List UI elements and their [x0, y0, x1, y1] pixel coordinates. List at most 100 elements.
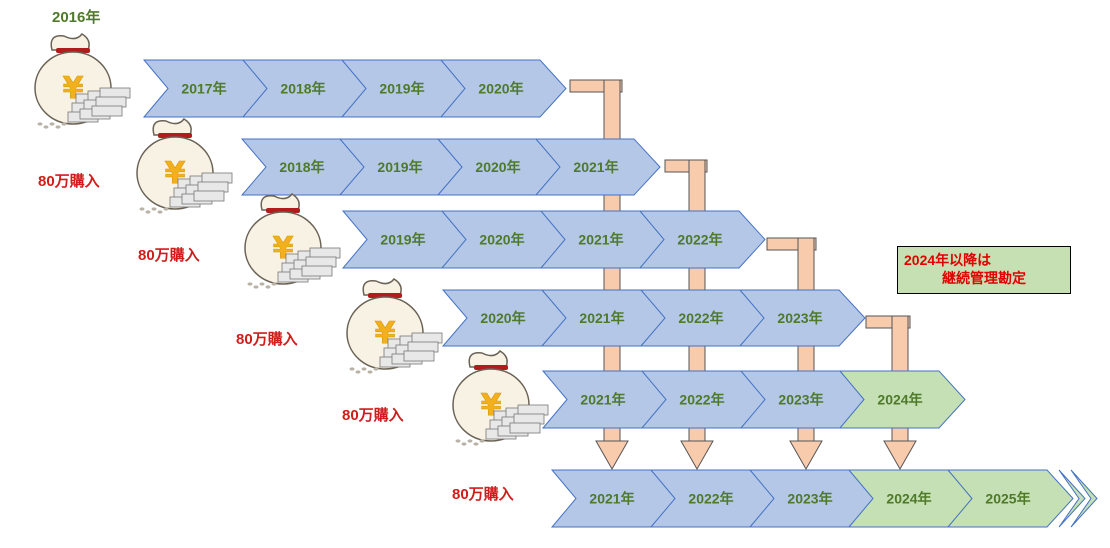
connector-arrowhead — [595, 440, 629, 471]
banknote — [407, 341, 439, 353]
chevron-shape — [439, 59, 567, 118]
chevron-year-label: 2021年 — [573, 159, 618, 175]
chevron-year-label: 2021年 — [579, 310, 624, 326]
coin — [265, 285, 271, 289]
bag-tie — [368, 293, 402, 298]
purchase-label-2: 80万購入 — [138, 247, 200, 264]
bag-tie — [158, 133, 192, 138]
banknote — [193, 190, 225, 202]
chevron-year-label: 2018年 — [279, 159, 324, 175]
chevron-year-label: 2023年 — [787, 491, 832, 507]
coin — [55, 125, 61, 129]
chevron-shape — [946, 469, 1074, 528]
chevron-year-label: 2023年 — [777, 310, 822, 326]
banknote — [201, 172, 233, 184]
chevron-year-label: 2017年 — [181, 81, 226, 97]
start-year-label: 2016年 — [52, 9, 101, 26]
coin — [247, 282, 253, 286]
yen-money-bag-icon: ¥ — [346, 278, 443, 374]
chevron-row-2: 2018年 2019年 2020年 2021年 — [240, 138, 661, 196]
banknote — [309, 247, 341, 259]
banknote — [513, 413, 545, 425]
coin — [157, 210, 163, 214]
banknote — [403, 350, 435, 362]
chevron-year-label: 2022年 — [679, 392, 724, 408]
yen-money-bag-icon: ¥ — [244, 193, 341, 289]
bag-top — [468, 350, 508, 368]
coin — [259, 282, 265, 286]
chevron-year-label: 2020年 — [475, 159, 520, 175]
bag-top — [152, 118, 192, 136]
chevron-year-label: 2023年 — [778, 392, 823, 408]
banknote-stack-icon — [67, 87, 131, 123]
chevron-shape — [838, 370, 966, 429]
coin — [139, 207, 145, 211]
purchase-label-3: 80万購入 — [236, 331, 298, 348]
chevron-year-label: 2020年 — [480, 310, 525, 326]
banknote — [301, 265, 333, 277]
coin — [455, 439, 461, 443]
banknote — [305, 256, 337, 268]
coin — [151, 207, 157, 211]
chevron-year-label: 2021年 — [578, 232, 623, 248]
connector-arrowhead — [883, 440, 917, 471]
chevron-year-label: 2022年 — [677, 232, 722, 248]
coin — [49, 122, 55, 126]
chevron-shape — [638, 210, 766, 269]
note-line-1: 2024年以降は — [904, 252, 992, 268]
chevron-year-label: 2019年 — [380, 232, 425, 248]
coin-pile-icon — [247, 282, 277, 289]
coin — [349, 367, 355, 371]
coin — [367, 370, 373, 374]
coin — [145, 210, 151, 214]
banknote — [517, 404, 549, 416]
continued-account-note: 2024年以降は 継続管理勘定 — [897, 246, 1071, 294]
coin — [355, 370, 361, 374]
chevron-row-1: 2017年 2018年 2019年 2020年 — [142, 59, 567, 118]
chevron-year-label: 2021年 — [589, 491, 634, 507]
coin — [61, 122, 67, 126]
chevron-continuation — [1058, 469, 1086, 528]
chevron-year-label: 2020年 — [478, 81, 523, 97]
chevron-continuation — [1070, 469, 1098, 528]
bag-top — [260, 193, 300, 211]
yen-money-bag-icon: ¥ — [452, 350, 549, 446]
yen-money-bag-icon: ¥ — [34, 33, 131, 129]
coin — [361, 367, 367, 371]
chevron-year-label: 2022年 — [688, 491, 733, 507]
chevron-year-label: 2019年 — [377, 159, 422, 175]
note-line-2: 継続管理勘定 — [942, 270, 1026, 286]
bag-tie — [266, 208, 300, 213]
banknote — [411, 332, 443, 344]
chevron-row-3: 2019年 2020年 2021年 2022年 — [341, 210, 766, 269]
yen-money-bag-icon: ¥ — [136, 118, 233, 214]
chevron-year-label: 2018年 — [280, 81, 325, 97]
chevron-year-label: 2024年 — [877, 392, 922, 408]
banknote — [197, 181, 229, 193]
coin — [461, 442, 467, 446]
chevron-row-6: 2021年 2022年 2023年 2024年 2025年 — [550, 469, 1098, 528]
coin — [253, 285, 259, 289]
banknote — [99, 87, 131, 99]
banknote — [509, 422, 541, 434]
connector-arrowhead — [680, 440, 714, 471]
coin — [37, 122, 43, 126]
chevron-row-5: 2021年 2022年 2023年 2024年 — [541, 370, 966, 429]
bag-tie — [474, 365, 508, 370]
chevron-year-label: 2020年 — [479, 232, 524, 248]
banknote-stack-icon — [277, 247, 341, 283]
bag-tie — [56, 48, 90, 53]
coin — [479, 439, 485, 443]
chevron-year-label: 2019年 — [379, 81, 424, 97]
coin — [163, 207, 169, 211]
chevron-year-label: 2025年 — [985, 491, 1030, 507]
banknote-stack-icon — [485, 404, 549, 440]
coin-pile-icon — [37, 122, 67, 129]
chevron-year-label: 2024年 — [886, 491, 931, 507]
coin-pile-icon — [139, 207, 169, 214]
chevron-year-label: 2021年 — [580, 392, 625, 408]
banknote — [91, 105, 123, 117]
banknote-stack-icon — [379, 332, 443, 368]
